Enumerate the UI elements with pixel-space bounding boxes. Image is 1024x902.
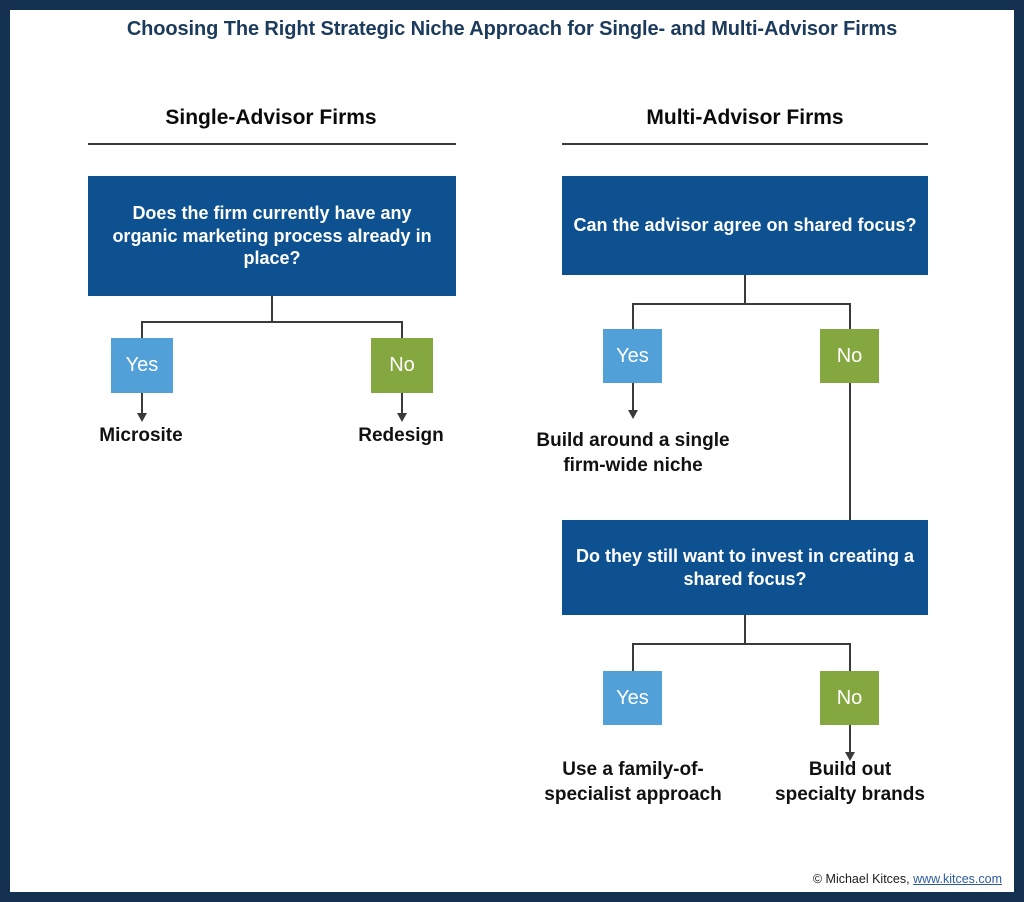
column-rule-multi-advisor bbox=[562, 143, 928, 145]
connector-single-yes-to-outcome bbox=[141, 393, 143, 416]
connector-single-stem bbox=[271, 296, 273, 322]
connector-multi1-yes-to-outcome bbox=[632, 383, 634, 413]
column-heading-single-advisor: Single-Advisor Firms bbox=[165, 106, 377, 129]
decision-box-multi-advisor-invest-shared-focus: Do they still want to invest in creating… bbox=[562, 520, 928, 615]
arrowhead-multi1-yes bbox=[628, 410, 638, 419]
connector-multi1-no-drop bbox=[849, 303, 851, 329]
chip-no-multi-advisor-2: No bbox=[820, 671, 879, 725]
chip-no-multi-advisor-1: No bbox=[820, 329, 879, 383]
connector-multi2-no-to-outcome bbox=[849, 725, 851, 755]
connector-single-no-to-outcome bbox=[401, 393, 403, 416]
arrowhead-multi2-no bbox=[845, 752, 855, 761]
chip-yes-single-advisor: Yes bbox=[111, 338, 173, 393]
connector-multi2-no-drop bbox=[849, 643, 851, 671]
connector-single-no-drop bbox=[401, 321, 403, 338]
frame-border-left bbox=[0, 0, 10, 902]
arrowhead-single-no bbox=[397, 413, 407, 422]
frame-border-right bbox=[1014, 0, 1024, 902]
outcome-multi-advisor-yes-1: Build around a single firm-wide niche bbox=[536, 430, 730, 477]
footer-website-link[interactable]: www.kitces.com bbox=[913, 872, 1002, 886]
column-heading-multi-advisor: Multi-Advisor Firms bbox=[646, 106, 844, 129]
outcome-single-advisor-no: Redesign bbox=[358, 425, 444, 446]
connector-multi2-stem bbox=[744, 615, 746, 644]
connector-multi1-fork bbox=[632, 303, 851, 305]
chip-no-single-advisor: No bbox=[371, 338, 433, 393]
chip-yes-multi-advisor-2: Yes bbox=[603, 671, 662, 725]
connector-single-yes-drop bbox=[141, 321, 143, 338]
decision-box-single-advisor-organic-marketing: Does the firm currently have any organic… bbox=[88, 176, 456, 296]
chip-yes-multi-advisor-1: Yes bbox=[603, 329, 662, 383]
footer-copyright: © Michael Kitces, bbox=[812, 872, 910, 886]
connector-multi1-stem bbox=[744, 275, 746, 304]
footer-attribution: © Michael Kitces, www.kitces.com bbox=[813, 872, 1002, 886]
connector-multi2-yes-drop bbox=[632, 643, 634, 671]
connector-multi2-fork bbox=[632, 643, 851, 645]
outcome-multi-advisor-yes-2: Use a family-of-specialist approach bbox=[544, 759, 722, 806]
frame-border-bottom bbox=[0, 892, 1024, 902]
connector-multi1-yes-drop bbox=[632, 303, 634, 329]
arrowhead-single-yes bbox=[137, 413, 147, 422]
outcome-single-advisor-yes: Microsite bbox=[99, 425, 183, 446]
page-title: Choosing The Right Strategic Niche Appro… bbox=[126, 18, 898, 40]
decision-box-multi-advisor-shared-focus: Can the advisor agree on shared focus? bbox=[562, 176, 928, 275]
frame-border-top bbox=[0, 0, 1024, 10]
connector-multi1-no-to-decision2 bbox=[849, 383, 851, 520]
connector-single-fork bbox=[142, 321, 402, 323]
column-rule-single-advisor bbox=[88, 143, 456, 145]
outcome-multi-advisor-no-2: Build out specialty brands bbox=[775, 759, 925, 806]
